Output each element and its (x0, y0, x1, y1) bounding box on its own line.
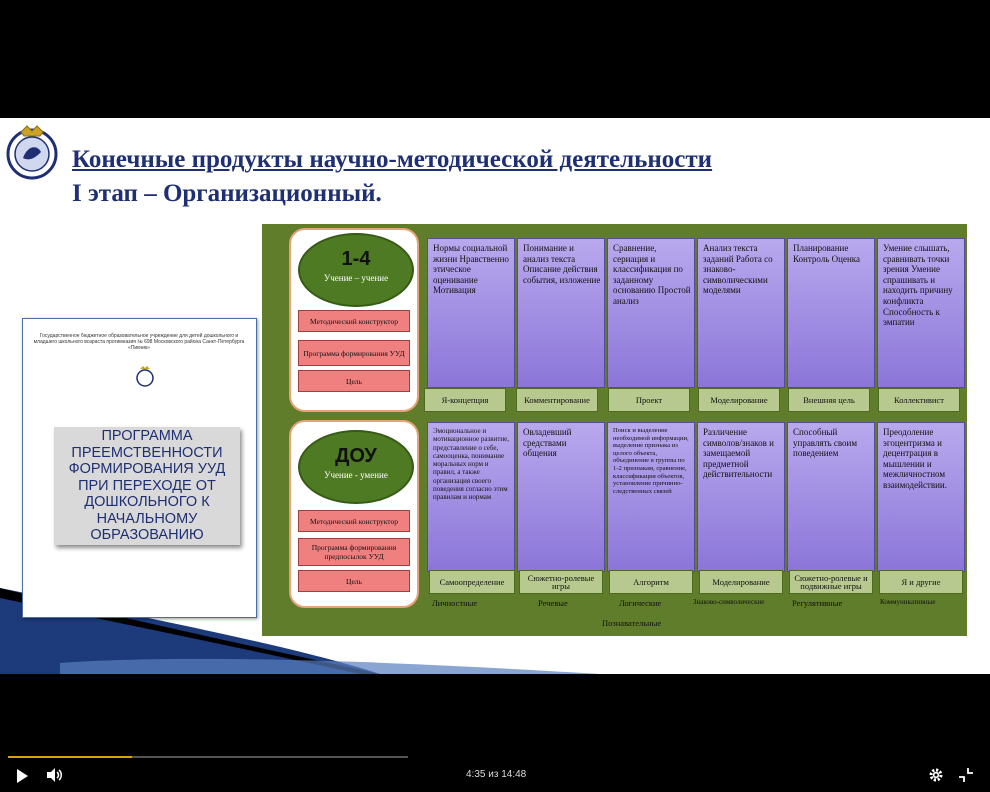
top-foot-self-concept: Я-концепция (424, 388, 506, 412)
top-goal-box: Цель (298, 370, 410, 392)
bottom-column-regulative: Способный управлять своим поведением (787, 422, 875, 572)
bottom-column-text: Эмоциональное и мотивационное развитие, … (433, 427, 509, 502)
bottom-column-text: Различение символов/знаков и замещаемой … (703, 427, 774, 480)
bottom-method-constructor-box: Методический конструктор (298, 510, 410, 532)
gear-icon[interactable] (928, 767, 944, 783)
exit-fullscreen-icon[interactable] (958, 767, 974, 783)
bottom-column-personal: Эмоциональное и мотивационное развитие, … (427, 422, 515, 572)
bottom-column-text: Овладевший средствами общения (523, 427, 572, 459)
top-column-text: Понимание и анализ текста Описание дейст… (523, 243, 601, 285)
progress-bar[interactable] (8, 756, 408, 758)
top-column-text: Сравнение, сериация и классификация по з… (613, 243, 691, 306)
bottom-foot-algorithm: Алгоритм (609, 570, 693, 594)
dou-ellipse: ДОУ Учение - умение (298, 430, 414, 504)
dou-panel: ДОУ Учение - умение Методический констру… (289, 420, 419, 608)
time-display: 4:35 из 14:48 (466, 769, 527, 780)
top-column-text: Планирование Контроль Оценка (793, 243, 860, 264)
bottom-column-speech: Овладевший средствами общения (517, 422, 605, 572)
volume-icon[interactable] (46, 767, 64, 783)
dou-label: ДОУ (335, 445, 377, 467)
category-label-regulative: Регулятивные (792, 598, 843, 608)
bottom-foot-modeling: Моделирование (699, 570, 783, 594)
bottom-program-box: Программа формирования предпосылок УУД (298, 538, 410, 566)
top-method-constructor-box: Методический конструктор (298, 310, 410, 332)
bottom-column-text: Поиск и выделение необходимой информации… (613, 427, 689, 495)
program-document-cover: Государственное бюджетное образовательно… (22, 318, 257, 618)
slide-subtitle: I этап – Организационный. (72, 180, 382, 207)
bottom-column-logic: Поиск и выделение необходимой информации… (607, 422, 695, 572)
top-foot-commenting: Комментирование (516, 388, 598, 412)
play-icon[interactable] (14, 768, 30, 784)
bottom-column-text: Способный управлять своим поведением (793, 427, 858, 459)
presentation-slide: Конечные продукты научно-методической де… (0, 118, 990, 674)
document-program-title: ПРОГРАММА ПРЕЕМСТВЕННОСТИ ФОРМИРОВАНИЯ У… (54, 427, 240, 545)
top-column-logic: Сравнение, сериация и классификация по з… (607, 238, 695, 388)
document-emblem-icon (136, 366, 154, 387)
bottom-column-symbolic: Различение символов/знаков и замещаемой … (697, 422, 785, 572)
bottom-column-text: Преодоление эгоцентризма и децентрация в… (883, 427, 948, 490)
grade-1-4-ellipse: 1-4 Учение – учение (298, 233, 414, 307)
category-label-logical: Логические (619, 598, 662, 608)
document-header: Государственное бюджетное образовательно… (33, 333, 245, 351)
category-label-communicative: Коммуникативные (880, 598, 936, 606)
bottom-foot-me-and-others: Я и другие (879, 570, 963, 594)
bottom-column-communicative: Преодоление эгоцентризма и децентрация в… (877, 422, 965, 572)
video-player-controls: 4:35 из 14:48 (0, 756, 990, 792)
top-column-speech: Понимание и анализ текста Описание дейст… (517, 238, 605, 388)
bottom-foot-active-games: Сюжетно-ролевые и подвижные игры (789, 570, 873, 594)
grade-1-4-label: 1-4 (341, 248, 371, 270)
category-caption-cognitive: Познавательные (602, 618, 662, 628)
uud-diagram: 1-4 Учение – учение Методический констру… (262, 224, 967, 636)
top-foot-external-goal: Внешняя цель (788, 388, 870, 412)
progress-bar-fill (8, 756, 132, 758)
top-column-text: Нормы социальной жизни Нравственно этиче… (433, 243, 509, 296)
top-program-box: Программа формирования УУД (298, 340, 410, 366)
dou-sublabel: Учение - умение (324, 470, 388, 480)
grade-1-4-sublabel: Учение – учение (323, 273, 389, 283)
top-column-personal: Нормы социальной жизни Нравственно этиче… (427, 238, 515, 388)
grade-1-4-panel: 1-4 Учение – учение Методический констру… (289, 228, 419, 412)
bottom-goal-box: Цель (298, 570, 410, 592)
top-column-communicative: Умение слышать, сравнивать точки зрения … (877, 238, 965, 388)
bottom-foot-self-determination: Самоопределение (429, 570, 515, 594)
category-label-personal: Личностные (432, 598, 478, 608)
category-label-symbolic: Знаково-символические (693, 598, 765, 606)
category-label-speech: Речевые (538, 598, 568, 608)
top-column-symbolic: Анализ текста заданий Работа со знаково-… (697, 238, 785, 388)
slide-title: Конечные продукты научно-методической де… (72, 146, 713, 173)
top-foot-project: Проект (608, 388, 690, 412)
top-column-text: Анализ текста заданий Работа со знаково-… (703, 243, 773, 296)
bottom-foot-role-games: Сюжетно-ролевые игры (519, 570, 603, 594)
top-foot-collectivist: Коллективист (878, 388, 960, 412)
top-foot-modeling: Моделирование (698, 388, 780, 412)
top-column-text: Умение слышать, сравнивать точки зрения … (883, 243, 953, 328)
school-emblem-icon (6, 125, 58, 180)
top-column-regulative: Планирование Контроль Оценка (787, 238, 875, 388)
